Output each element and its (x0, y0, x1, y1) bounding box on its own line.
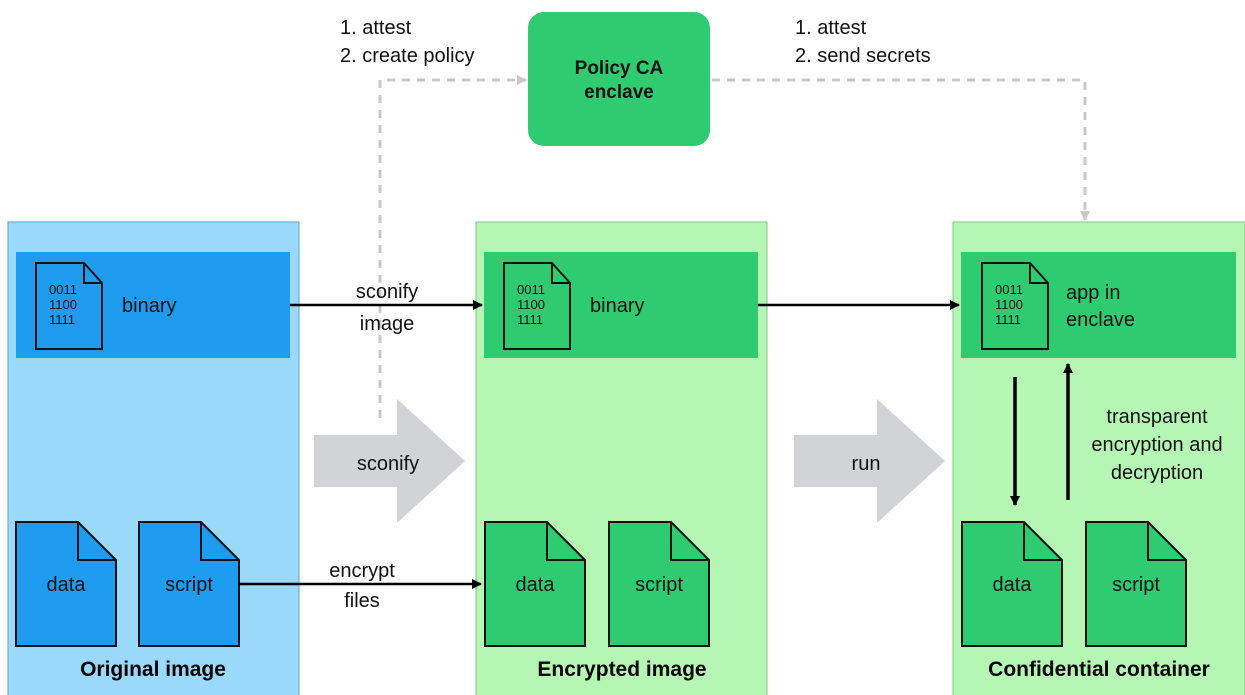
encrypted-data-file (484, 521, 586, 647)
code-line: 1111 (517, 312, 543, 327)
binary-file-icon: 0011 1100 1111 (35, 262, 103, 350)
sconify-big-arrow (314, 399, 465, 523)
run-big-arrow (794, 399, 945, 523)
encrypt-files-label-2: files (344, 590, 380, 612)
sconify-image-label-2: image (360, 313, 414, 335)
transparent-label-3: decryption (1111, 462, 1203, 484)
sconify-big-arrow-label: sconify (357, 453, 419, 475)
code-line: 1111 (49, 312, 75, 327)
confidential-binary-bar (961, 252, 1236, 358)
original-binary-bar (16, 252, 290, 358)
code-line: 1100 (49, 297, 77, 312)
confidential-container-title: Confidential container (988, 658, 1210, 681)
left-step-1: 1. attest (340, 17, 412, 39)
encrypted-data-label: data (516, 574, 556, 596)
encrypted-script-file (608, 521, 710, 647)
encrypted-binary-label: binary (590, 295, 644, 317)
confidential-binary-label-2: enclave (1066, 309, 1135, 331)
confidential-data-file (961, 521, 1063, 647)
transparent-label-2: encryption and (1091, 434, 1222, 456)
confidential-script-label: script (1112, 574, 1160, 596)
original-image-title: Original image (80, 658, 226, 681)
right-step-1: 1. attest (795, 17, 867, 39)
left-step-2: 2. create policy (340, 45, 475, 67)
policy-ca-label-2: enclave (584, 82, 654, 103)
policy-ca-enclave-box (528, 12, 710, 146)
original-data-label: data (47, 574, 87, 596)
encrypt-files-label-1: encrypt (329, 560, 395, 582)
code-line: 0011 (517, 282, 545, 297)
confidential-script-file (1085, 521, 1187, 647)
encrypted-script-label: script (635, 574, 683, 596)
policy-ca-label: Policy CA (575, 58, 664, 79)
original-data-file (15, 521, 117, 647)
confidential-binary-label-1: app in (1066, 282, 1121, 304)
binary-file-icon: 0011 1100 1111 (503, 262, 571, 350)
transparent-label-1: transparent (1106, 406, 1208, 428)
sconify-image-label-1: sconify (356, 281, 418, 303)
run-big-arrow-label: run (852, 453, 881, 475)
code-line: 1100 (517, 297, 545, 312)
code-line: 1111 (995, 312, 1021, 327)
original-binary-label: binary (122, 295, 176, 317)
original-script-file (138, 521, 240, 647)
dashed-arrow-to-container (712, 78, 1090, 221)
original-script-label: script (165, 574, 213, 596)
encrypted-image-title: Encrypted image (537, 658, 706, 681)
right-step-2: 2. send secrets (795, 45, 931, 67)
confidential-data-label: data (993, 574, 1033, 596)
code-line: 0011 (995, 282, 1023, 297)
code-line: 1100 (995, 297, 1023, 312)
binary-file-icon: 0011 1100 1111 (981, 262, 1049, 350)
encrypted-binary-bar (484, 252, 758, 358)
code-line: 0011 (49, 282, 77, 297)
